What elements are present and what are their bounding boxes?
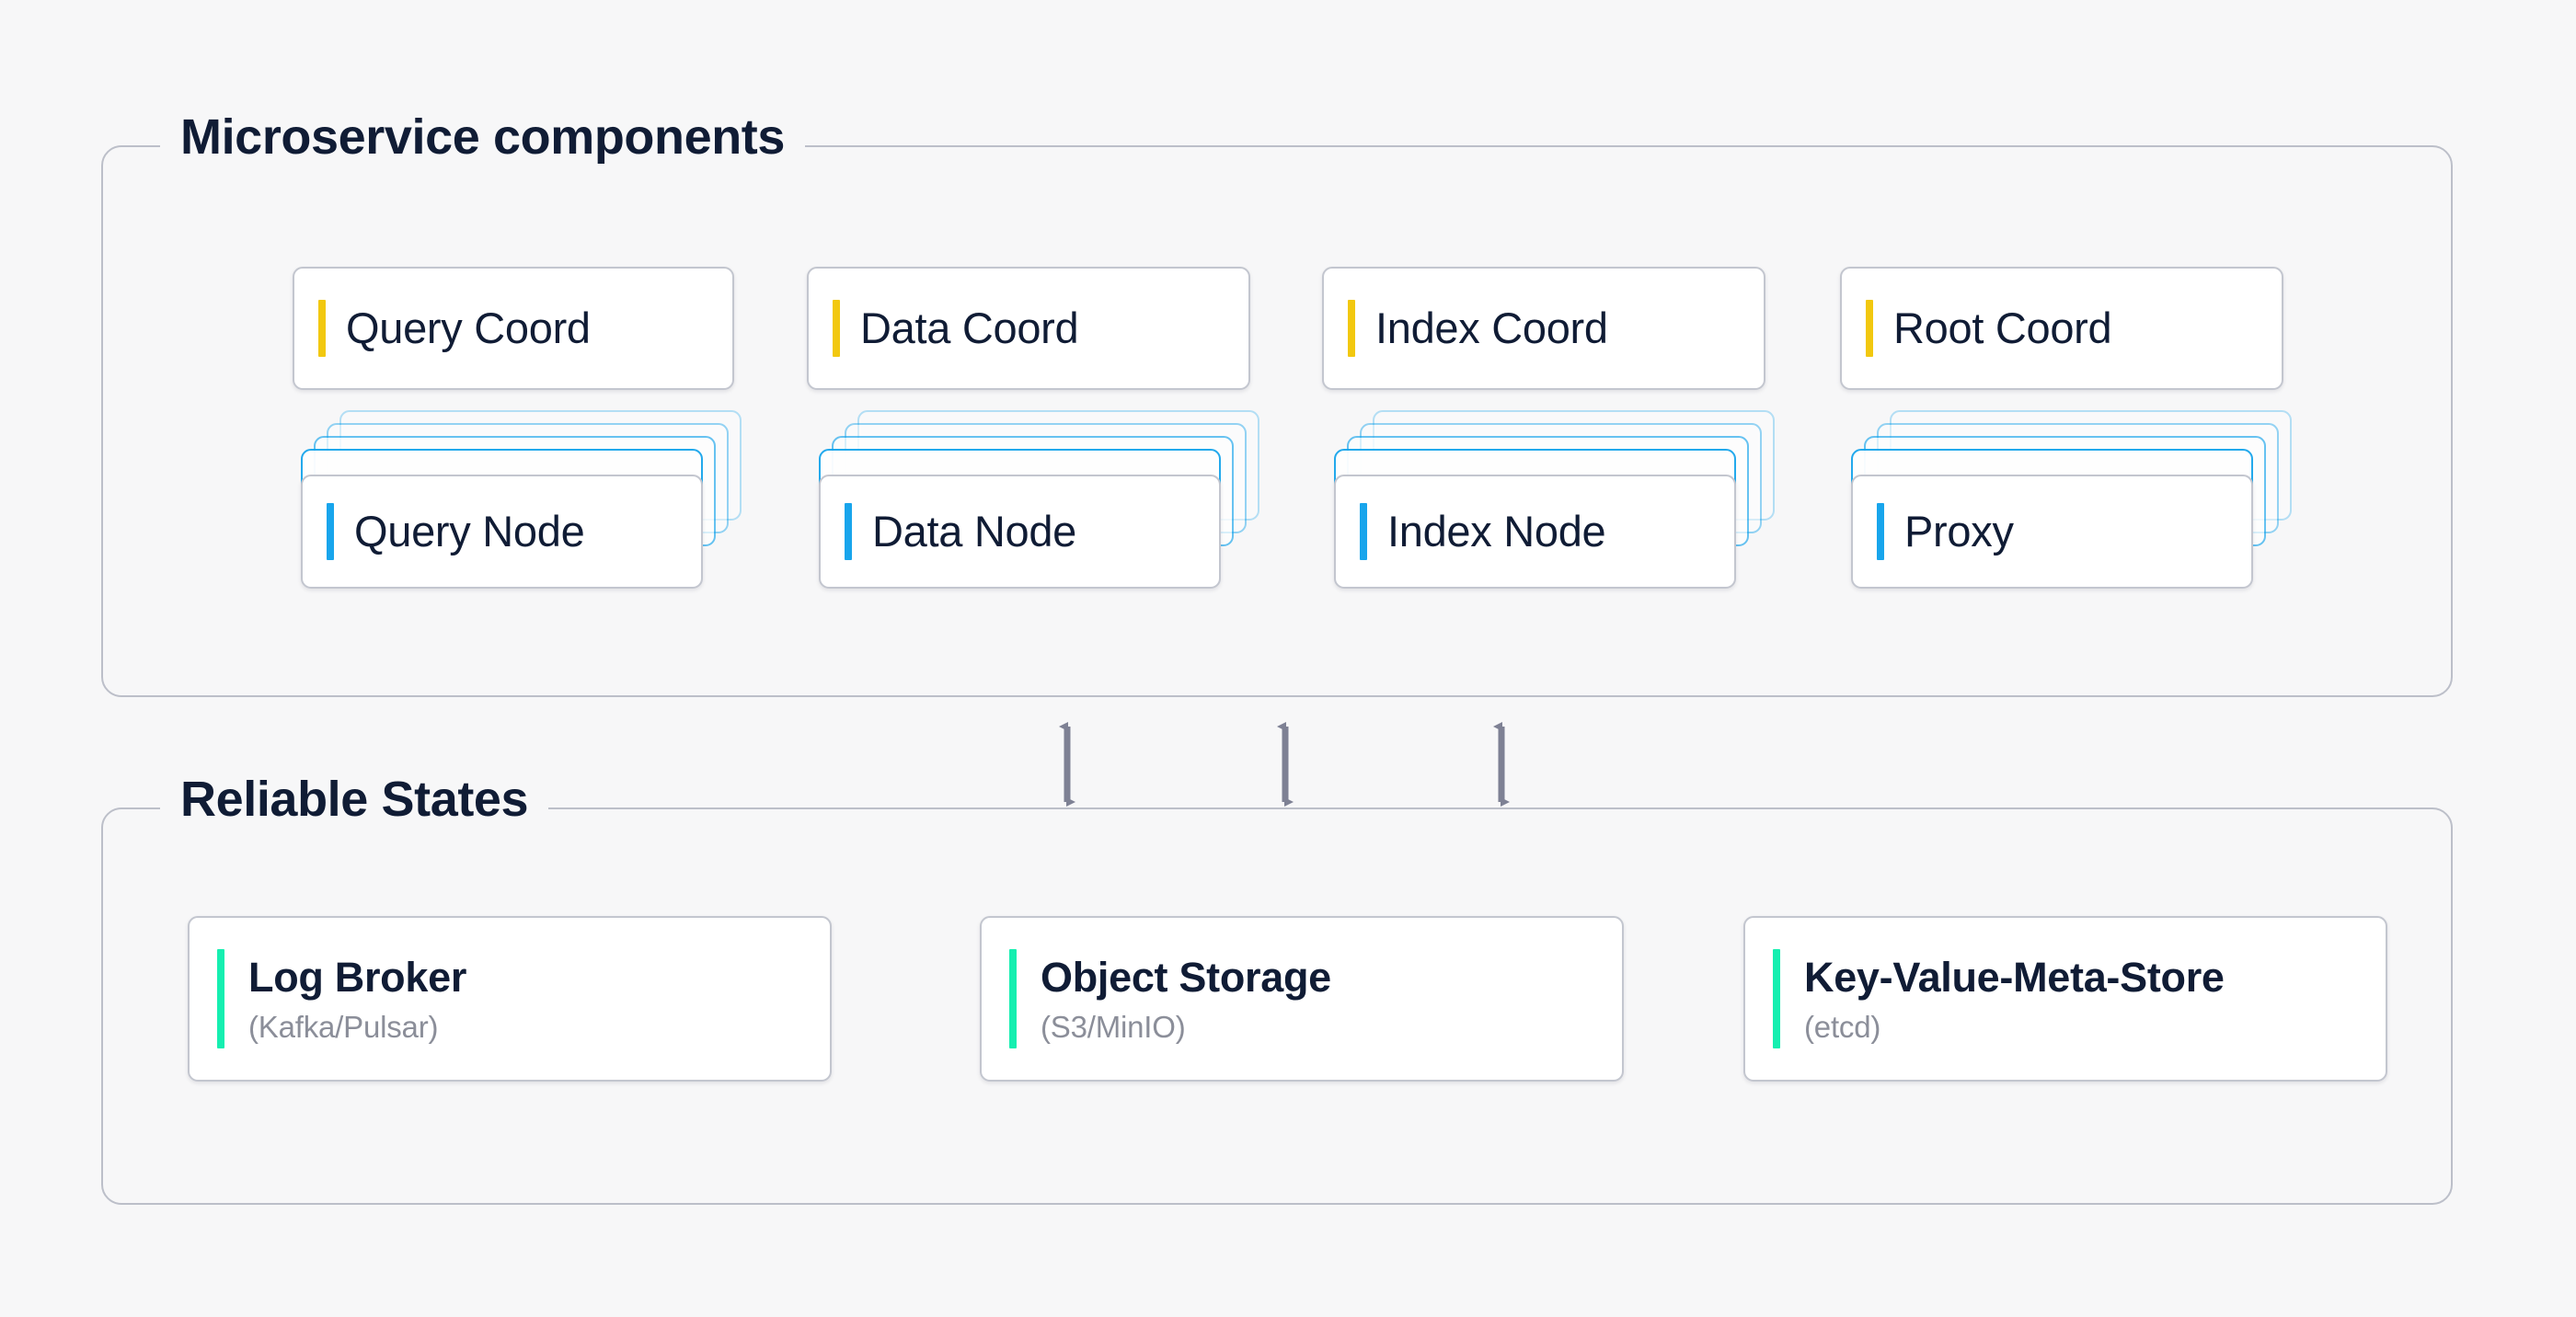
card-title: Log Broker — [248, 953, 467, 1001]
card-label: Query Coord — [346, 303, 591, 353]
accent-bar-yellow — [318, 300, 326, 357]
accent-bar-yellow — [1348, 300, 1355, 357]
card-subtitle: (Kafka/Pulsar) — [248, 1009, 439, 1044]
card-object-storage[interactable]: Object Storage (S3/MinIO) — [980, 916, 1624, 1082]
card-label: Data Node — [872, 507, 1076, 556]
card-label: Index Node — [1387, 507, 1606, 556]
accent-bar-blue — [845, 503, 852, 560]
section-microservice-components: Microservice components — [101, 112, 2453, 697]
accent-bar-green — [1009, 949, 1017, 1048]
card-label: Proxy — [1904, 507, 2014, 556]
card-root-coord[interactable]: Root Coord — [1840, 267, 2283, 390]
card-data-node-stack[interactable]: Data Node — [819, 410, 1259, 596]
card-subtitle: (S3/MinIO) — [1041, 1009, 1186, 1044]
card-data-coord[interactable]: Data Coord — [807, 267, 1250, 390]
card-data-node[interactable]: Data Node — [819, 475, 1221, 589]
card-index-node-stack[interactable]: Index Node — [1334, 410, 1775, 596]
card-subtitle: (etcd) — [1804, 1009, 1881, 1044]
card-text-group: Log Broker (Kafka/Pulsar) — [248, 954, 466, 1044]
section-reliable-states: Reliable States — [101, 774, 2453, 1205]
card-title: Key-Value-Meta-Store — [1804, 953, 2225, 1001]
accent-bar-blue — [1877, 503, 1884, 560]
card-query-node-stack[interactable]: Query Node — [301, 410, 742, 596]
card-label: Query Node — [354, 507, 585, 556]
card-query-coord[interactable]: Query Coord — [293, 267, 734, 390]
accent-bar-yellow — [1866, 300, 1873, 357]
card-label: Index Coord — [1375, 303, 1608, 353]
accent-bar-blue — [1360, 503, 1367, 560]
card-text-group: Object Storage (S3/MinIO) — [1041, 954, 1331, 1044]
card-proxy[interactable]: Proxy — [1851, 475, 2253, 589]
card-log-broker[interactable]: Log Broker (Kafka/Pulsar) — [188, 916, 832, 1082]
card-label: Root Coord — [1893, 303, 2112, 353]
card-title: Object Storage — [1041, 953, 1331, 1001]
accent-bar-blue — [327, 503, 334, 560]
accent-bar-green — [217, 949, 224, 1048]
accent-bar-green — [1773, 949, 1780, 1048]
card-index-node[interactable]: Index Node — [1334, 475, 1736, 589]
card-query-node[interactable]: Query Node — [301, 475, 703, 589]
card-key-value-meta-store[interactable]: Key-Value-Meta-Store (etcd) — [1743, 916, 2387, 1082]
accent-bar-yellow — [833, 300, 840, 357]
section-microservice-legend: Microservice components — [160, 112, 806, 162]
card-proxy-stack[interactable]: Proxy — [1851, 410, 2292, 596]
section-reliable-states-legend: Reliable States — [160, 774, 549, 824]
card-index-coord[interactable]: Index Coord — [1322, 267, 1765, 390]
card-text-group: Key-Value-Meta-Store (etcd) — [1804, 954, 2225, 1044]
card-label: Data Coord — [860, 303, 1079, 353]
